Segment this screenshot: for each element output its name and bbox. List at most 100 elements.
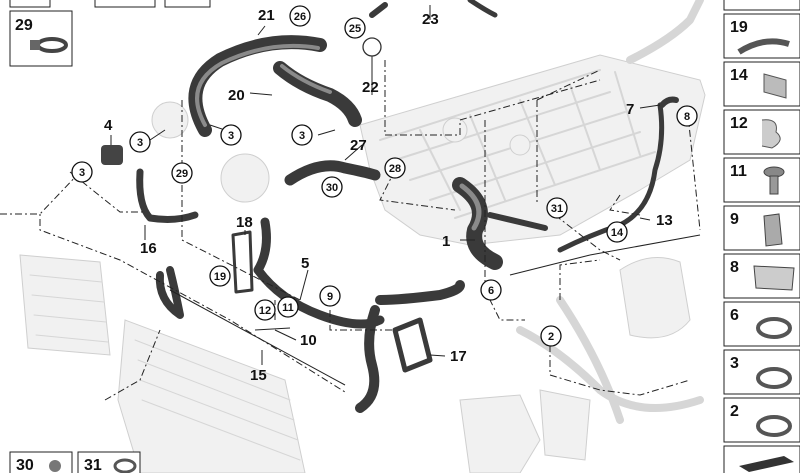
callout-2: 2 xyxy=(540,325,562,347)
svg-text:26: 26 xyxy=(294,11,306,23)
svg-text:3: 3 xyxy=(228,130,234,142)
sidebar-item-2[interactable]: 2 xyxy=(723,397,800,443)
nut-icon xyxy=(49,460,61,472)
svg-text:6: 6 xyxy=(488,285,494,297)
callout-8: 8 xyxy=(676,105,698,127)
callout-3a: 3 xyxy=(220,124,242,146)
callout-3c: 3 xyxy=(129,131,151,153)
callout-31: 31 xyxy=(546,197,568,219)
sidebar-item-label: 12 xyxy=(730,115,748,132)
callout-27: 27 xyxy=(350,137,367,154)
expanding-rivet-icon xyxy=(763,166,785,195)
part-box-30-label: 30 xyxy=(16,457,34,473)
callout-26: 26 xyxy=(289,5,311,27)
callout-15: 15 xyxy=(250,367,267,384)
sealing-ring-icon xyxy=(362,37,382,57)
svg-text:9: 9 xyxy=(327,291,333,303)
callout-1: 1 xyxy=(442,233,450,250)
spring-clip-icon xyxy=(761,119,781,149)
hose-clamp-icon xyxy=(756,367,792,389)
lower-pipes-outline xyxy=(459,0,704,473)
svg-text:3: 3 xyxy=(79,167,85,179)
svg-text:11: 11 xyxy=(282,302,294,314)
hose-1[interactable] xyxy=(452,177,548,270)
sidebar-item-9[interactable]: 9 xyxy=(723,205,800,251)
leader-lines xyxy=(0,60,701,401)
clip-icon xyxy=(763,73,787,99)
sidebar-item-8[interactable]: 8 xyxy=(723,253,800,299)
thermostat-4[interactable] xyxy=(101,145,123,165)
sidebar-item-seal[interactable] xyxy=(723,445,800,473)
svg-text:28: 28 xyxy=(389,163,401,175)
callout-28: 28 xyxy=(384,157,406,179)
callout-21: 21 xyxy=(258,7,275,24)
hose-clamp-icon xyxy=(756,415,792,437)
callout-22: 22 xyxy=(362,79,379,96)
radiator-outline xyxy=(19,254,306,473)
part-box-29-label: 29 xyxy=(15,17,33,34)
hose-clamp-icon xyxy=(756,317,792,339)
svg-text:25: 25 xyxy=(349,23,361,35)
sidebar-item-label: 11 xyxy=(730,163,747,180)
sidebar-item-3[interactable]: 3 xyxy=(723,349,800,395)
hose-7[interactable] xyxy=(659,96,679,108)
callout-6: 6 xyxy=(480,279,502,301)
hose-13[interactable] xyxy=(509,102,701,276)
engine-block-outline xyxy=(359,54,706,246)
callout-12: 12 xyxy=(254,299,276,321)
clamp-icon xyxy=(113,458,137,473)
svg-text:3: 3 xyxy=(137,137,143,149)
bottomleft-boxes: 30 31 xyxy=(9,451,141,473)
sidebar-item-19[interactable]: 19 xyxy=(723,13,800,59)
hose-27[interactable] xyxy=(284,160,381,186)
callout-23: 23 xyxy=(422,11,439,28)
circled-callouts: 26 25 3 3 3 3 29 30 28 8 31 14 19 9 12 1… xyxy=(71,5,698,347)
sidebar-item-label: 6 xyxy=(730,307,739,324)
water-pump-outline xyxy=(151,101,270,203)
callout-20: 20 xyxy=(228,87,245,104)
callout-9: 9 xyxy=(319,285,341,307)
hose-16[interactable] xyxy=(136,168,199,223)
svg-text:31: 31 xyxy=(551,203,563,215)
svg-text:14: 14 xyxy=(611,227,624,239)
sidebar-item-11[interactable]: 11 xyxy=(723,157,800,203)
hose-5[interactable] xyxy=(253,217,465,413)
svg-text:12: 12 xyxy=(259,305,271,317)
callout-13: 13 xyxy=(656,212,673,229)
callout-7: 7 xyxy=(626,101,634,118)
bracket-18[interactable] xyxy=(231,230,254,294)
hose-21[interactable] xyxy=(188,35,327,137)
callout-17: 17 xyxy=(450,348,467,365)
callout-30: 30 xyxy=(321,176,343,198)
part-box-31-label: 31 xyxy=(84,457,102,473)
bracket-icon xyxy=(763,213,783,247)
parts-sidebar: 19 14 12 11 9 8 xyxy=(723,0,800,473)
hose-23[interactable] xyxy=(467,0,498,18)
svg-text:2: 2 xyxy=(548,331,554,343)
hose-lower-left[interactable] xyxy=(155,266,184,319)
callout-18: 18 xyxy=(236,214,253,231)
hose-20[interactable] xyxy=(273,61,362,127)
callout-19: 19 xyxy=(209,265,231,287)
sidebar-item-label: 19 xyxy=(730,19,748,36)
svg-text:29: 29 xyxy=(176,168,188,180)
svg-text:19: 19 xyxy=(214,271,226,283)
callout-29: 29 xyxy=(171,162,193,184)
sidebar-item-6[interactable]: 6 xyxy=(723,301,800,347)
callout-5: 5 xyxy=(301,255,309,272)
double-clip-icon xyxy=(753,265,795,291)
hose-25[interactable] xyxy=(369,2,388,18)
sidebar-item-14[interactable]: 14 xyxy=(723,61,800,107)
sidebar-item-label: 14 xyxy=(730,67,748,84)
sidebar-item-12[interactable]: 12 xyxy=(723,109,800,155)
sidebar-item-label: 3 xyxy=(730,355,739,372)
callout-4: 4 xyxy=(104,117,113,134)
expansion-tank-outline xyxy=(619,257,691,339)
pipe-15[interactable] xyxy=(169,289,346,386)
topleft-box: 29 xyxy=(9,0,211,67)
bracket-17[interactable] xyxy=(392,317,433,373)
svg-text:30: 30 xyxy=(326,182,338,194)
svg-text:8: 8 xyxy=(684,111,690,123)
svg-text:3: 3 xyxy=(299,130,305,142)
